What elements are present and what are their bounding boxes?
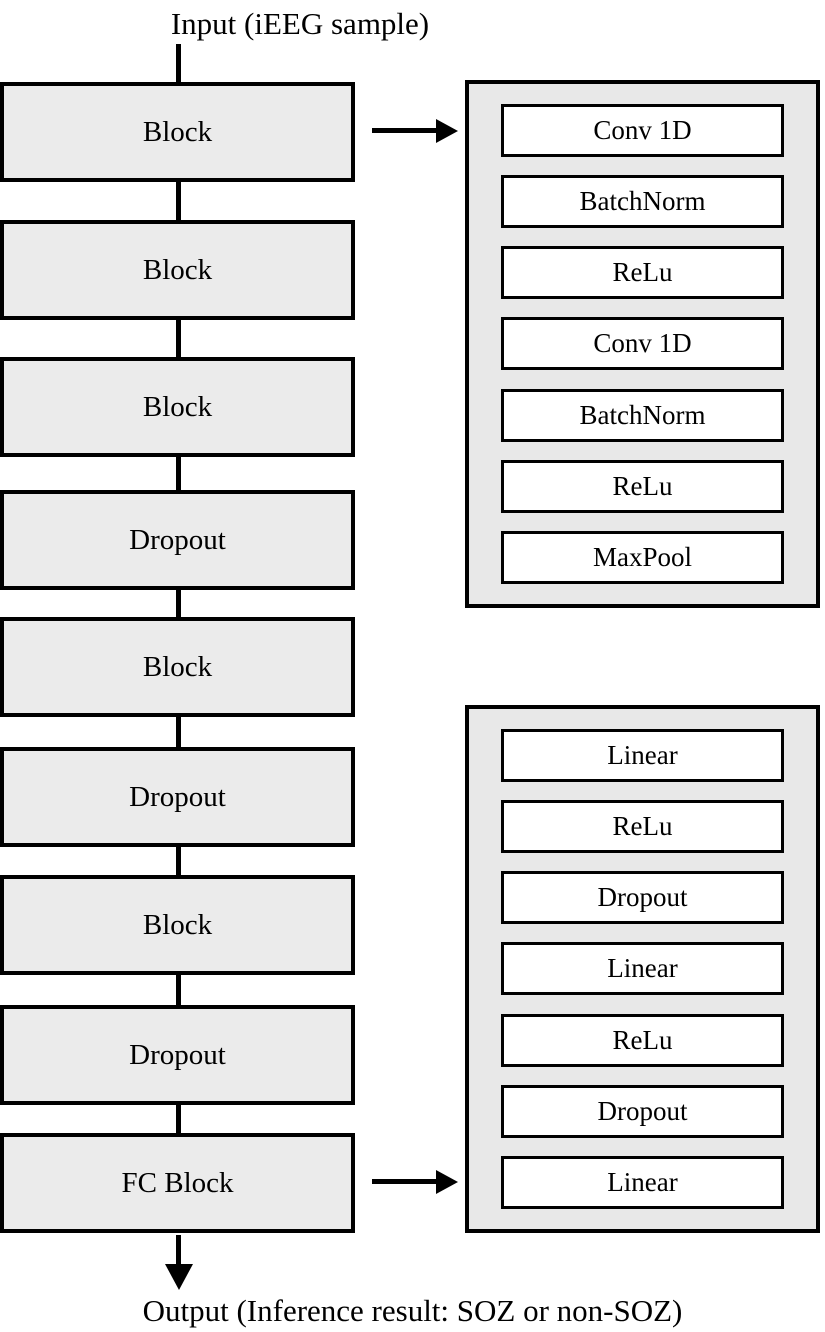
node-label: Dropout: [129, 1038, 226, 1071]
layer-label: Linear: [607, 953, 678, 984]
layer-label: MaxPool: [592, 541, 692, 572]
layer-label: Conv 1D: [593, 115, 692, 145]
layer-maxpool: MaxPool: [501, 530, 784, 584]
layer-linear-1: Linear: [501, 729, 784, 782]
node-block-5: Block: [0, 875, 355, 975]
connector-line: [176, 975, 181, 1005]
right-arrow-icon: [436, 1170, 458, 1194]
layer-label: BatchNorm: [579, 186, 706, 217]
connector-line: [176, 44, 181, 82]
right-arrow-icon: [436, 119, 458, 143]
layer-label: BatchNorm: [579, 399, 706, 430]
node-dropout-1: Dropout: [0, 490, 355, 590]
input-label: Input (iEEG sample): [170, 6, 430, 41]
layer-relu-4: ReLu: [501, 1013, 784, 1067]
node-label: Block: [142, 390, 213, 423]
layer-label: ReLu: [612, 470, 673, 501]
layer-label: Conv 1D: [593, 328, 692, 359]
connector-line: [176, 182, 181, 220]
node-block-4: Block: [0, 617, 355, 717]
layer-relu-3: ReLu: [501, 800, 784, 854]
layer-linear-2: Linear: [501, 942, 784, 996]
down-arrow-icon: [165, 1264, 193, 1290]
layer-label: ReLu: [612, 257, 673, 288]
node-label: Block: [142, 253, 213, 286]
layer-label: Linear: [607, 740, 678, 770]
connector-line: [176, 457, 181, 490]
layer-label: Linear: [607, 1166, 678, 1197]
node-label: Dropout: [129, 523, 226, 556]
node-block-2: Block: [0, 220, 355, 320]
layer-dropout-1: Dropout: [501, 871, 784, 925]
node-block-1: Block: [0, 82, 355, 182]
node-label: FC Block: [121, 1166, 234, 1199]
node-fc-block: FC Block: [0, 1133, 355, 1233]
connector-line: [176, 320, 181, 357]
node-label: Block: [142, 115, 213, 148]
fc-block-detail-panel: Linear ReLu Dropout Linear ReLu Dropout …: [465, 705, 820, 1233]
layer-label: Dropout: [597, 882, 688, 913]
layer-linear-3: Linear: [501, 1155, 784, 1209]
node-dropout-3: Dropout: [0, 1005, 355, 1105]
layer-relu-2: ReLu: [501, 459, 784, 513]
node-block-3: Block: [0, 357, 355, 457]
node-dropout-2: Dropout: [0, 747, 355, 847]
layer-dropout-2: Dropout: [501, 1084, 784, 1138]
layer-label: Dropout: [597, 1095, 688, 1126]
output-label: Output (Inference result: SOZ or non-SOZ…: [142, 1293, 683, 1328]
node-label: Dropout: [129, 780, 226, 813]
layer-conv1d-2: Conv 1D: [501, 317, 784, 371]
node-label: Block: [142, 908, 213, 941]
conv-block-detail-panel: Conv 1D BatchNorm ReLu Conv 1D BatchNorm…: [465, 80, 820, 608]
layer-conv1d-1: Conv 1D: [501, 104, 784, 157]
output-arrow-shaft: [176, 1235, 181, 1269]
connector-line: [176, 847, 181, 875]
node-label: Block: [142, 650, 213, 683]
layer-batchnorm-2: BatchNorm: [501, 388, 784, 442]
arrow-to-fc-detail-shaft: [372, 1179, 438, 1184]
connector-line: [176, 717, 181, 747]
layer-relu-1: ReLu: [501, 246, 784, 300]
layer-label: ReLu: [612, 811, 673, 842]
layer-batchnorm-1: BatchNorm: [501, 175, 784, 229]
connector-line: [176, 590, 181, 617]
arrow-to-conv-detail-shaft: [372, 128, 438, 133]
connector-line: [176, 1105, 181, 1133]
layer-label: ReLu: [612, 1024, 673, 1055]
